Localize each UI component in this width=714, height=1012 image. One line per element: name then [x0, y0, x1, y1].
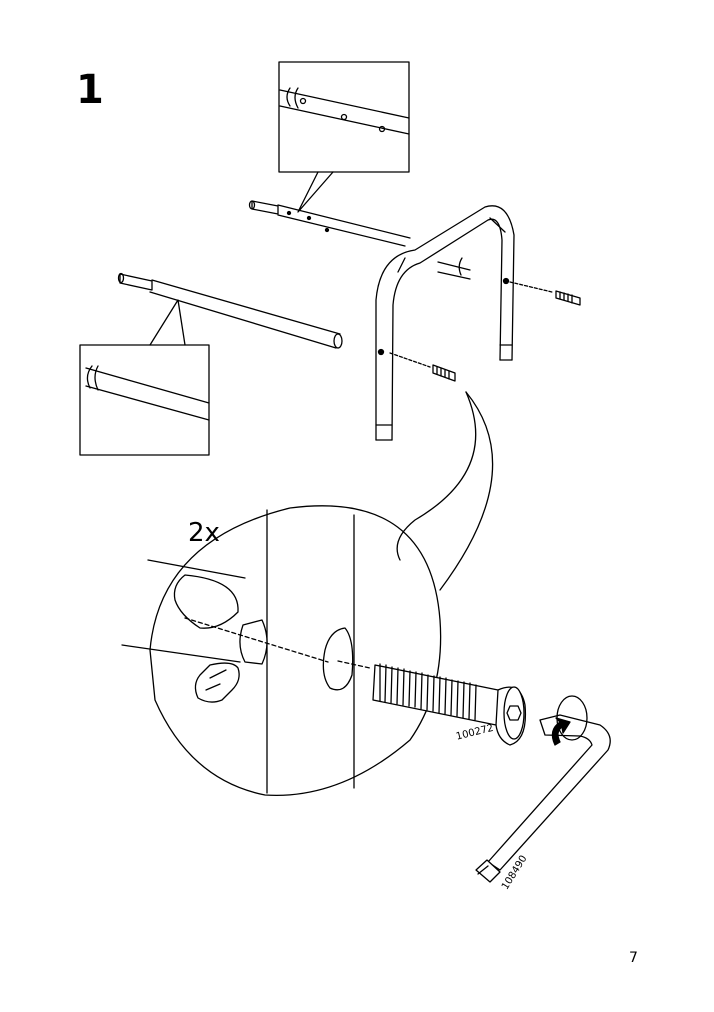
- upper-rail: [248, 200, 471, 280]
- detail-rail-end: [121, 559, 329, 703]
- detail-bolt: [337, 660, 527, 746]
- zoom-detail-circle: [149, 391, 494, 797]
- detail-frame-leg: [266, 509, 355, 794]
- step-number: 1: [76, 67, 104, 113]
- allen-key: [475, 695, 611, 883]
- page-number: 7: [629, 950, 638, 966]
- u-frame: [375, 205, 515, 441]
- top-detail-inset: [278, 61, 410, 213]
- frame-screws: [377, 277, 581, 382]
- left-detail-inset: [79, 299, 210, 456]
- quantity-label: 2x: [188, 518, 220, 548]
- lower-rail: [117, 272, 343, 349]
